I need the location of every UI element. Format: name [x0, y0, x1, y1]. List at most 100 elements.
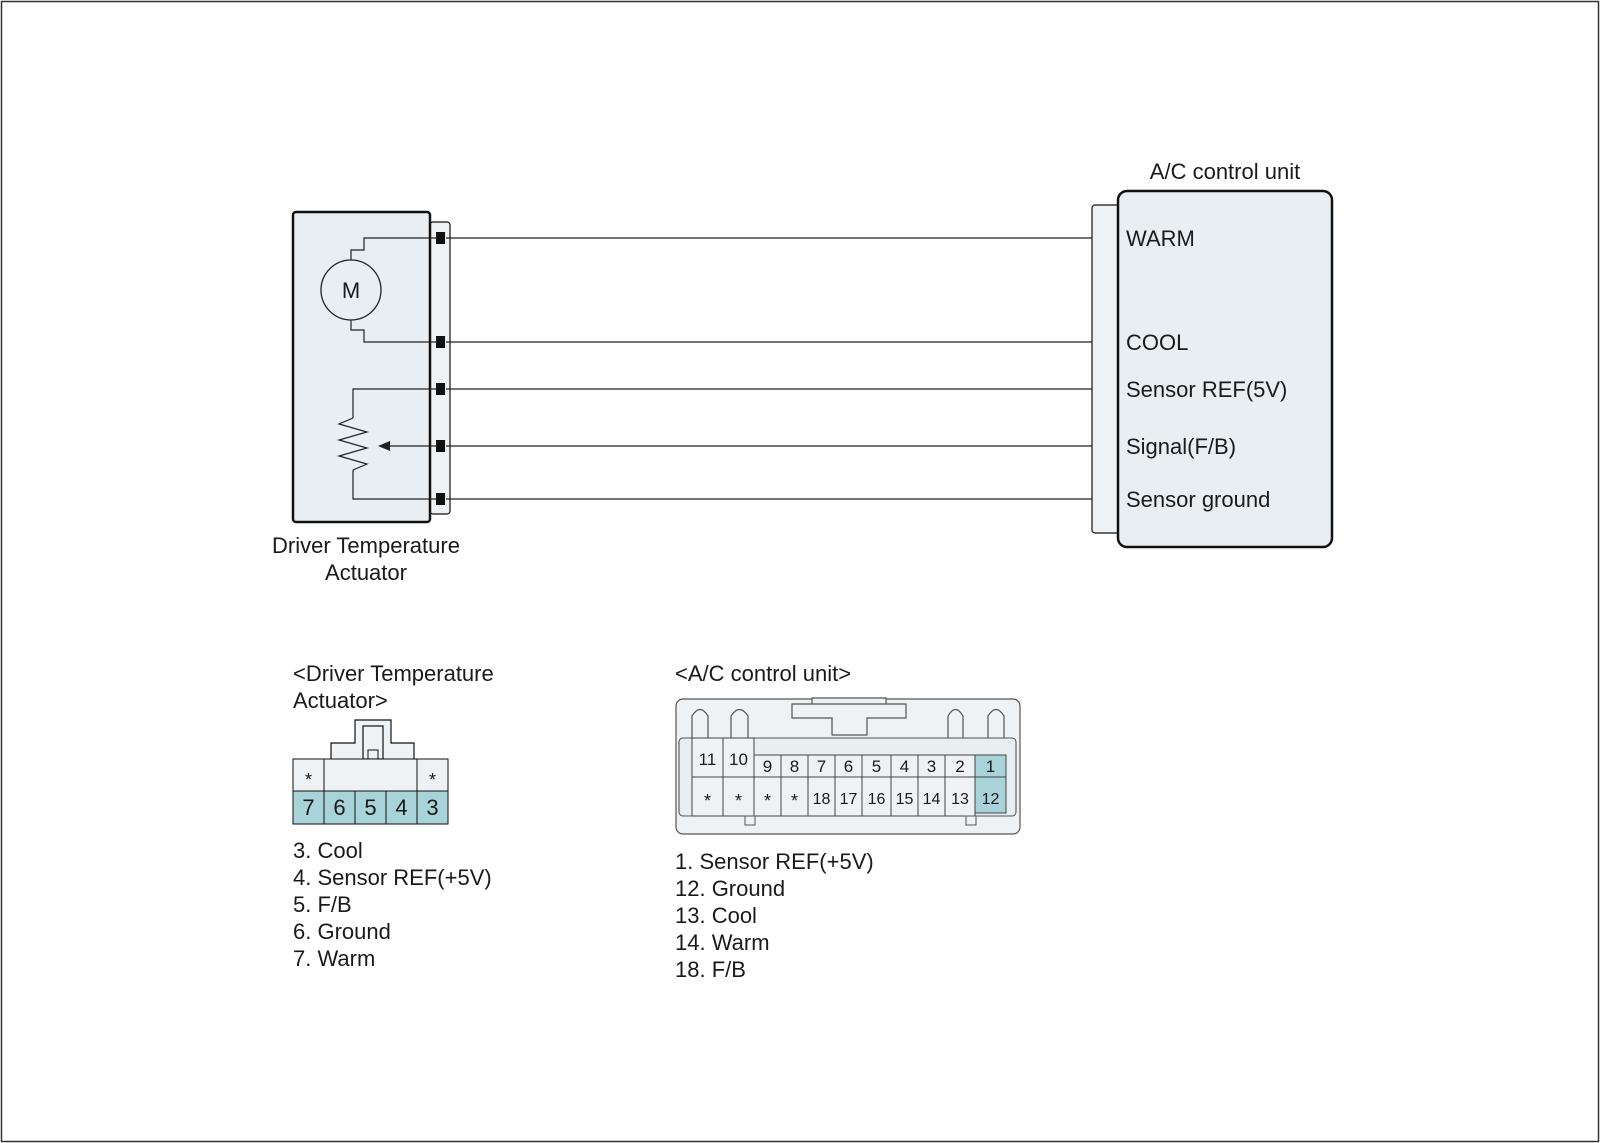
acu-terminal-label: Signal(F/B): [1126, 434, 1236, 459]
terminal-pin-actuator: [436, 232, 445, 244]
pin-label: 11: [699, 750, 717, 769]
pin-label: *: [305, 770, 312, 790]
pin-label: 9: [763, 757, 772, 776]
connector-cell: [917, 776, 946, 817]
housing-key: [744, 815, 756, 826]
pin-label: 5: [872, 757, 881, 776]
connector-cell: [323, 758, 418, 792]
connector-cell: [944, 776, 976, 817]
pin-label: 16: [868, 791, 886, 808]
pin-label: 13: [951, 791, 969, 808]
actuator-name-line2: Actuator: [325, 560, 407, 585]
acu-terminal-label: COOL: [1126, 330, 1188, 355]
pin-label: 12: [982, 791, 1000, 808]
housing-tab: [691, 708, 709, 738]
connector-cell: [722, 737, 755, 778]
acu-connector-view: <A/C control unit> 11*10*9*8*71861751641…: [675, 661, 1021, 982]
connector-cell: [780, 776, 809, 817]
pin-label: 17: [840, 791, 858, 808]
pin-label: *: [764, 791, 771, 811]
pin-label: 1: [986, 757, 995, 776]
connector-cell: [974, 776, 1007, 814]
acu-connector-strip: [1091, 204, 1121, 534]
pin-legend-item: 6. Ground: [293, 919, 391, 944]
terminal-pin-actuator: [436, 336, 445, 348]
connector-cell: [416, 790, 449, 825]
connector-cell: [722, 776, 755, 817]
acu-connector-pins: 11 * 10 * 9 * 8 * 7 18 6 17 5 16 4 15 3 14 2 13 1 12: [678, 737, 1017, 826]
connector-cell: [890, 776, 919, 817]
acu-body: [1116, 189, 1334, 549]
pin-label: *: [735, 791, 742, 811]
acu-connector-tabs: [691, 708, 1005, 738]
pin-label: 8: [790, 757, 799, 776]
housing-tab: [947, 708, 964, 738]
pin-label: 4: [395, 795, 407, 820]
driver-temperature-actuator: M Driver Temperature Actuator: [272, 210, 460, 585]
connector-cell: [385, 790, 418, 825]
connector-cell: [691, 776, 724, 817]
pin-legend-item: 14. Warm: [675, 930, 770, 955]
pin-legend-item: 5. F/B: [293, 892, 352, 917]
connector-cell: [691, 737, 724, 778]
pin-label: 10: [729, 750, 748, 769]
pin-legend-item: 12. Ground: [675, 876, 785, 901]
pin-legend-item: 18. F/B: [675, 957, 746, 982]
actuator-connector-title-line2: Actuator>: [293, 688, 388, 713]
pin-label: 15: [896, 791, 914, 808]
housing-tab: [730, 708, 749, 738]
pin-label: 4: [900, 757, 909, 776]
housing-key: [965, 815, 977, 826]
connector-cell: [807, 776, 836, 817]
pin-label: 5: [364, 795, 376, 820]
pin-legend-item: 13. Cool: [675, 903, 757, 928]
pin-label: *: [704, 791, 711, 811]
wire-harness: [436, 232, 1109, 505]
pin-legend-item: 3. Cool: [293, 838, 363, 863]
pin-legend-item: 7. Warm: [293, 946, 375, 971]
pin-legend-item: 4. Sensor REF(+5V): [293, 865, 492, 890]
ac-control-unit: A/C control unit WARM COOL Sensor REF(5V) S…: [1091, 159, 1334, 549]
actuator-connector-title-line1: <Driver Temperature: [293, 661, 494, 686]
actuator-body: [291, 210, 432, 524]
pin-label: 6: [333, 795, 345, 820]
pin-label: 7: [817, 757, 826, 776]
acu-connector-latch: [791, 697, 907, 736]
connector-cell: [416, 758, 449, 792]
acu-terminal-label: Sensor ground: [1126, 487, 1270, 512]
connector-cell: [753, 776, 782, 817]
acu-terminal-labels: WARM COOL Sensor REF(5V) Signal(F/B) Sensor …: [1126, 226, 1287, 512]
housing-tab: [987, 708, 1005, 738]
pin-label: *: [429, 770, 436, 790]
pin-label: 6: [844, 757, 853, 776]
pin-label: 2: [955, 757, 964, 776]
acu-terminal-label: WARM: [1126, 226, 1195, 251]
acu-title: A/C control unit: [1150, 159, 1300, 184]
terminal-pin-actuator: [436, 383, 445, 395]
potentiometer-icon: [336, 388, 440, 500]
pin-label: 7: [302, 795, 314, 820]
pin-label: 3: [426, 795, 438, 820]
connector-cell: [834, 776, 863, 817]
pin-label: *: [791, 791, 798, 811]
motor-icon: M: [320, 237, 440, 343]
pin-label: 18: [813, 791, 831, 808]
acu-connector-title: <A/C control unit>: [675, 661, 851, 686]
pin-legend-item: 1. Sensor REF(+5V): [675, 849, 874, 874]
connector-cell: [292, 790, 325, 825]
acu-terminal-label: Sensor REF(5V): [1126, 377, 1287, 402]
terminal-pin-actuator: [436, 493, 445, 505]
pin-label: 3: [927, 757, 936, 776]
actuator-connector-strip: [429, 221, 451, 515]
motor-label: M: [342, 278, 360, 303]
terminal-pin-actuator: [436, 440, 445, 452]
pin-label: 14: [923, 791, 941, 808]
actuator-connector-latch: [330, 719, 415, 759]
actuator-name-line1: Driver Temperature: [272, 533, 460, 558]
